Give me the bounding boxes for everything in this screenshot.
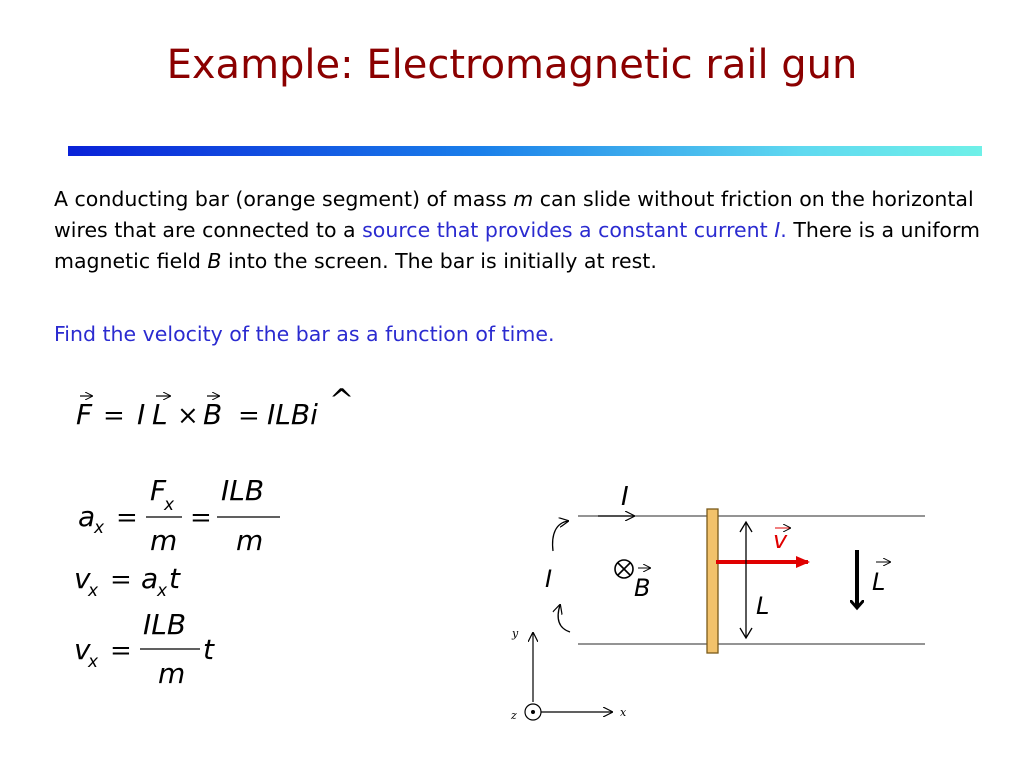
- para-source-text: source that provides a constant current: [362, 218, 775, 242]
- eq2-F: F: [150, 474, 167, 507]
- eq4-t: t: [203, 633, 215, 666]
- para-current-dot: .: [780, 218, 787, 242]
- eq2-equals-2: =: [190, 503, 212, 533]
- problem-paragraph: A conducting bar (orange segment) of mas…: [54, 184, 999, 277]
- eq4-equals: =: [110, 636, 132, 666]
- current-curve-upper: [551, 521, 568, 552]
- para-current-symbol: I: [774, 218, 781, 242]
- current-label-top: I: [621, 482, 629, 512]
- eq1-L: L: [152, 398, 168, 431]
- slide-title: Example: Electromagnetic rail gun: [166, 42, 858, 88]
- eq3-t: t: [169, 562, 181, 595]
- eq2-a: a: [78, 500, 95, 533]
- eq1-equals-2: =: [238, 401, 260, 431]
- eq3-a-sub-x: x: [156, 581, 168, 601]
- eq3-sub-x: x: [87, 581, 99, 601]
- para-text-3: There is a uniform magnetic field: [54, 218, 980, 273]
- eq2-equals: =: [116, 503, 138, 533]
- eq3-equals: =: [110, 565, 132, 595]
- field-into-screen-icon: [614, 559, 634, 579]
- axis-y-label: y: [511, 627, 519, 640]
- eq2-num: ILB: [221, 474, 264, 507]
- title-underline-bar: [68, 146, 982, 156]
- para-text-2: can slide without friction on the horizo…: [54, 187, 974, 242]
- para-mass-symbol: m: [513, 187, 534, 211]
- eq1-F: F: [76, 398, 93, 431]
- length-vector-label: L: [872, 568, 885, 596]
- eq1-I: I: [137, 398, 145, 431]
- para-field-symbol: B: [207, 249, 222, 273]
- current-curve-lower: [558, 605, 571, 633]
- eq2-sub-x: x: [93, 518, 105, 538]
- para-text-4: into the screen. The bar is initially at…: [221, 249, 657, 273]
- bar-length-label: L: [756, 592, 769, 620]
- field-label: B: [634, 574, 650, 602]
- equation-force: F = I L × B = ILBi ^: [76, 383, 354, 431]
- eq2-m-2: m: [236, 524, 263, 557]
- para-text-1: A conducting bar (orange segment) of mas…: [54, 187, 514, 211]
- conducting-bar: [706, 508, 719, 654]
- eq3-a: a: [141, 562, 158, 595]
- axis-z-label: z: [510, 709, 517, 722]
- eq1-cross: ×: [177, 401, 199, 431]
- eq1-B: B: [203, 398, 222, 431]
- eq1-rhs: ILBi: [267, 398, 318, 431]
- axis-x-label: x: [620, 706, 627, 719]
- eq4-num: ILB: [143, 608, 186, 641]
- eq2-F-sub-x: x: [163, 495, 175, 515]
- eq2-m-1: m: [150, 524, 177, 557]
- equation-acceleration: a x = F x m = ILB m: [78, 474, 280, 557]
- equation-velocity-2: v x = ILB t m: [74, 608, 215, 690]
- eq4-sub-x: x: [87, 652, 99, 672]
- eq4-den: m: [158, 657, 185, 690]
- eq3-v: v: [74, 562, 91, 595]
- question-text: Find the velocity of the bar as a functi…: [54, 322, 555, 346]
- current-label-left: I: [545, 565, 552, 593]
- eq4-v: v: [74, 633, 91, 666]
- rail-gun-diagram: I I B v L L y x z: [510, 482, 925, 722]
- eq1-hat: ^: [329, 383, 354, 418]
- velocity-label: v: [773, 526, 788, 554]
- eq1-equals: =: [103, 401, 125, 431]
- equation-velocity-1: v x = a x t: [74, 562, 181, 601]
